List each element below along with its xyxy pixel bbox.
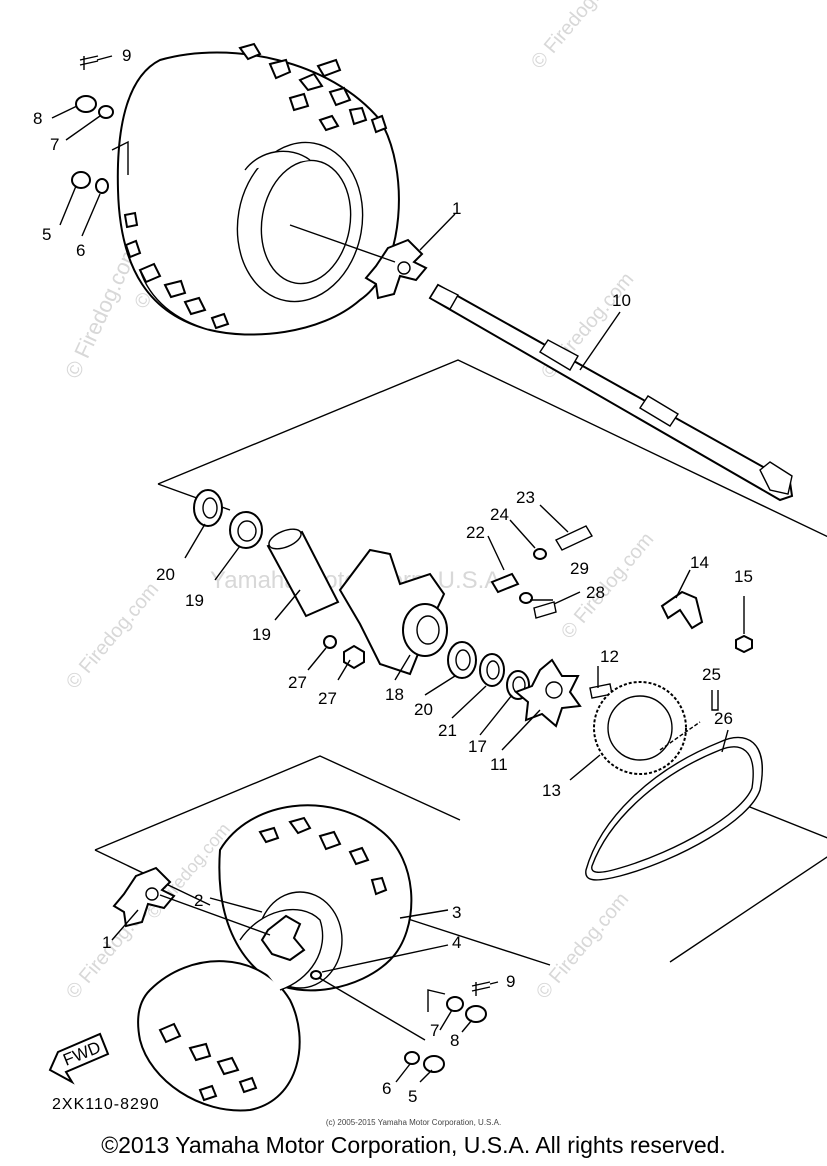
upper-wheel	[116, 42, 400, 336]
callout-20b: 21	[438, 721, 457, 740]
assembly-frame	[157, 359, 827, 538]
callout-26: 27	[318, 689, 337, 708]
callout-27: 27	[288, 673, 307, 692]
lower-hub	[112, 866, 176, 928]
valve-stem	[310, 970, 322, 980]
callout-1: 1	[452, 199, 461, 218]
callout-5b: 5	[408, 1087, 417, 1106]
callout-16: 17	[468, 737, 487, 756]
callout-9b: 9	[506, 972, 515, 991]
callout-7: 7	[50, 135, 59, 154]
middle-components	[193, 489, 753, 728]
callout-8: 8	[33, 109, 42, 128]
leader-line	[315, 975, 426, 1041]
assembly-frame	[94, 755, 461, 851]
callout-6b: 6	[382, 1079, 391, 1098]
callout-3: 3	[452, 903, 461, 922]
leader-line	[289, 224, 396, 263]
callout-18: 19	[252, 625, 271, 644]
watermark-firedog: © Firedog.com	[532, 888, 633, 1003]
rear-axle	[428, 283, 794, 502]
callout-6: 6	[76, 241, 85, 260]
lower-wheel	[137, 804, 413, 1112]
callout-5: 5	[42, 225, 51, 244]
callout-1b: 1	[102, 933, 111, 952]
callout-19b: 20	[414, 700, 433, 719]
callout-9: 9	[122, 46, 131, 65]
forward-arrow: FWD	[48, 1032, 110, 1085]
callout-12: 12	[600, 647, 619, 666]
upper-hardware	[71, 55, 129, 194]
watermark-firedog: © Firedog.com	[527, 0, 628, 73]
copyright-notice: ©2013 Yamaha Motor Corporation, U.S.A. A…	[101, 1132, 726, 1158]
callout-10: 10	[612, 291, 631, 310]
rear-sprocket	[593, 681, 687, 775]
callout-28: 28	[586, 583, 605, 602]
watermark-firedog: © Firedog.com	[62, 578, 163, 693]
small-copyright: (c) 2005-2015 Yamaha Motor Corporation, …	[325, 1118, 502, 1127]
callout-7b: 7	[430, 1021, 439, 1040]
callout-29: 29	[570, 559, 589, 578]
callout-11: 11	[490, 755, 508, 774]
leader-line	[159, 894, 271, 936]
callout-15: 15	[734, 567, 753, 586]
callout-25: 26	[714, 709, 733, 728]
callout-23: 24	[490, 505, 509, 524]
drive-chain	[585, 690, 763, 881]
lower-hardware	[404, 981, 491, 1073]
assembly-frame	[404, 917, 551, 966]
callout-8b: 8	[450, 1031, 459, 1050]
callout-21: 22	[466, 523, 485, 542]
diagram-code: 2XK110-8290	[52, 1096, 160, 1113]
callout-22: 23	[516, 488, 535, 507]
callout-24: 25	[702, 665, 721, 684]
callout-leaders	[51, 55, 729, 1083]
callout-17: 18	[385, 685, 404, 704]
callout-13: 13	[542, 781, 561, 800]
callout-2: 2	[194, 891, 203, 910]
callout-labels: 9 8 7 5 6 1 10 23 24 22 29 28 14 15 20 1…	[33, 46, 753, 1106]
upper-hub	[364, 238, 428, 300]
callout-4: 4	[452, 933, 461, 952]
callout-14: 14	[690, 553, 709, 572]
callout-20: 20	[156, 565, 175, 584]
callout-19: 19	[185, 591, 204, 610]
